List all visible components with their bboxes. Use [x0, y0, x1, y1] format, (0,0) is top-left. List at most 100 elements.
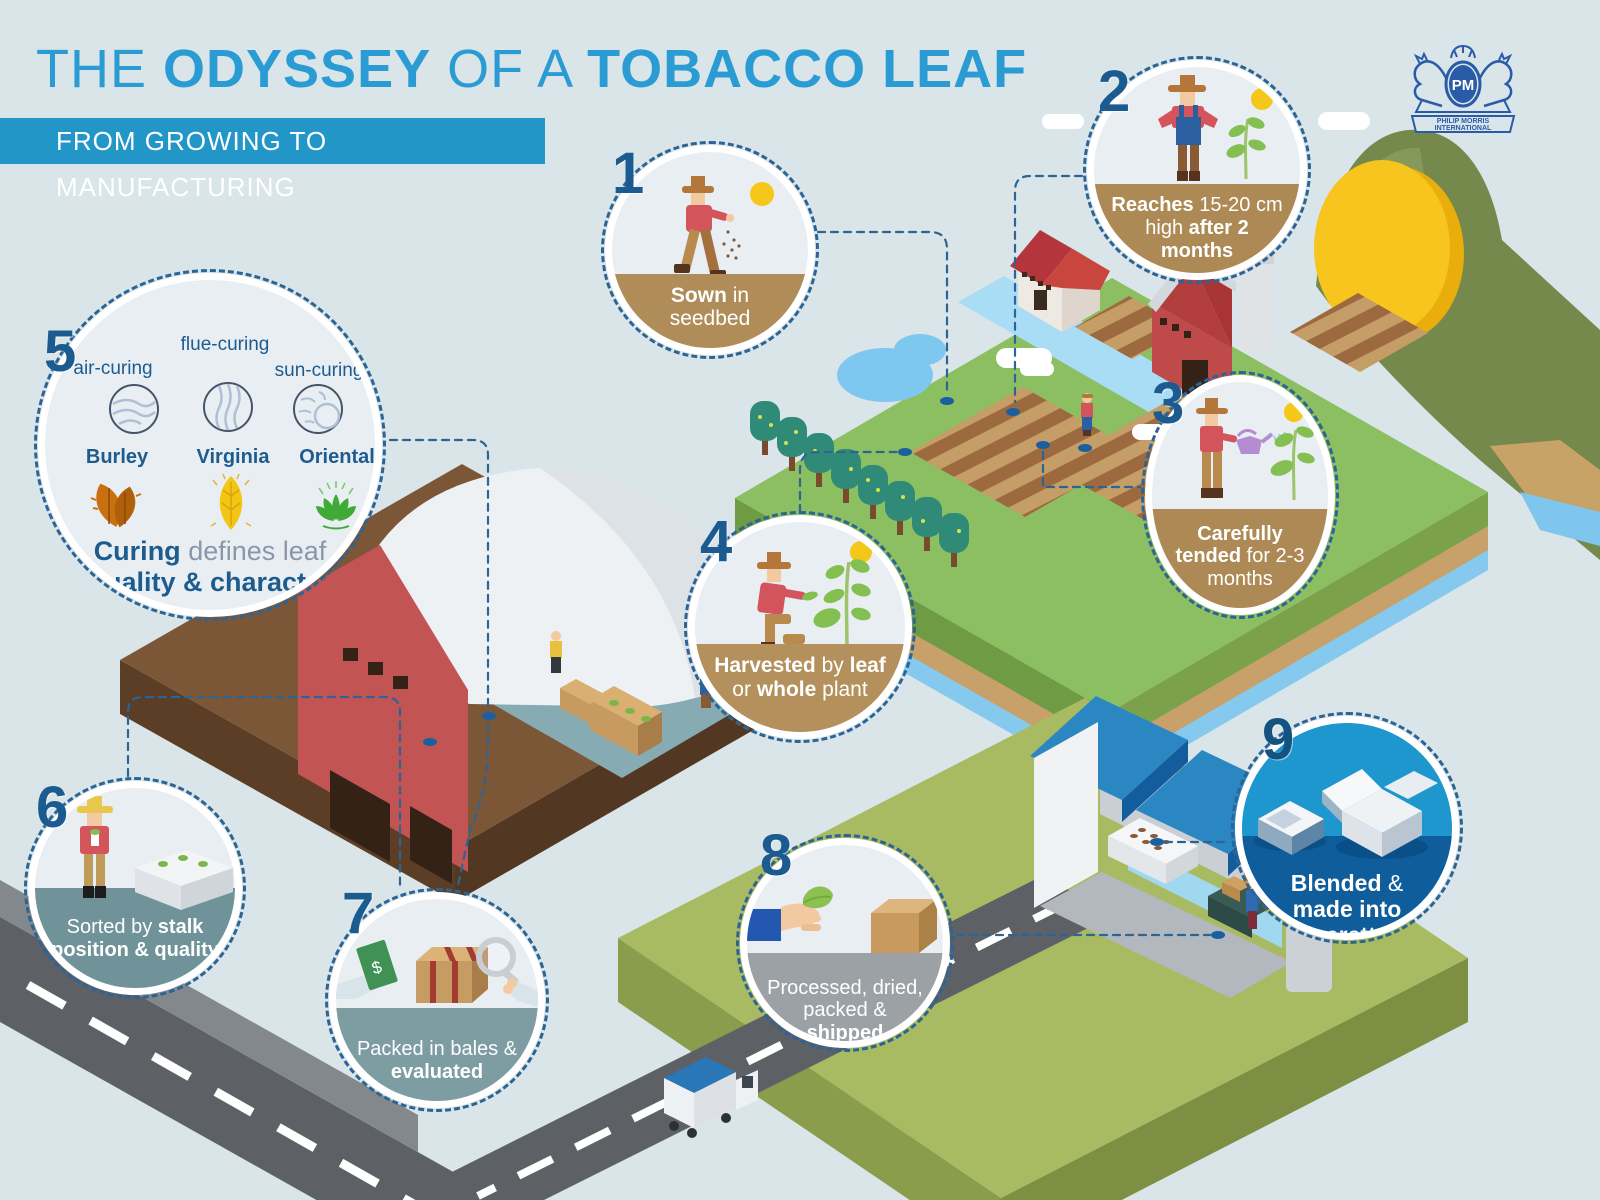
- title-segment: THE: [36, 39, 164, 99]
- step-circle-4: Harvested by leaf or whole plant: [684, 511, 916, 743]
- tobacco-bales: [560, 679, 662, 756]
- title-segment: OF A: [431, 39, 588, 99]
- title-segment: ODYSSEY: [163, 39, 432, 99]
- step-7-illustration: $: [336, 899, 538, 1101]
- step-1-number: 1: [612, 141, 645, 206]
- tobacco-variety-label: Oriental: [299, 446, 375, 468]
- field-farmer: [1081, 393, 1093, 436]
- tree-row: [750, 401, 969, 567]
- curing-method-label: air-curing: [73, 358, 153, 379]
- oriental-leaf-icon: [307, 476, 365, 537]
- bale-evaluation-icon: $: [336, 937, 538, 1007]
- sorting-farmer-icon: [77, 796, 233, 910]
- caption-text: Curing: [93, 536, 181, 566]
- sun-curing-icon: [291, 382, 345, 441]
- farmer-watering-icon: [1196, 398, 1315, 501]
- caption-text: or: [732, 677, 757, 701]
- cigarette-packs-icon: [1254, 769, 1438, 859]
- caption-text: by: [815, 653, 850, 677]
- caption-text: for 2-3 months: [1207, 545, 1305, 590]
- caption-text: evaluated: [390, 1060, 484, 1083]
- caption-text: leaf: [849, 653, 886, 677]
- curing-caption: Curing defines leaf quality & character: [73, 536, 347, 598]
- pm-monogram: PM: [1452, 77, 1475, 94]
- caption-text: Sown: [670, 283, 727, 307]
- caption-text: Processed, dried, packed &: [767, 976, 923, 1022]
- step-2-caption: Reaches 15-20 cm high after 2 months: [1094, 184, 1300, 273]
- step-circle-7: Packed in bales & evaluated $: [325, 888, 549, 1112]
- leaf-and-box-icon: [747, 886, 937, 953]
- logo-banner-text: PHILIP MORRIS: [1437, 118, 1490, 125]
- connector-dots: [423, 397, 1225, 939]
- tobacco-variety-label: Virginia: [196, 446, 270, 468]
- step-9-number: 9: [1262, 707, 1295, 772]
- caption-text: in seedbed: [669, 283, 751, 331]
- connector-lines: [126, 174, 1231, 937]
- harvesting-farmer-icon: [757, 541, 872, 651]
- step-3-illustration: [1152, 382, 1328, 608]
- caption-text: 15-20 cm high: [1145, 194, 1283, 240]
- step-6-number: 6: [36, 775, 69, 840]
- caption-text: whole: [756, 677, 817, 701]
- step-7-number: 7: [342, 881, 375, 946]
- caption-text: Harvested: [714, 653, 816, 677]
- farmhouse: [1010, 230, 1110, 332]
- burley-leaf-icon: [85, 472, 149, 541]
- caption-text: Sorted by: [66, 916, 158, 938]
- step-1-caption: Sown in seedbed: [612, 273, 808, 348]
- step-6-illustration: [35, 788, 235, 988]
- caption-text: Reaches: [1111, 194, 1194, 217]
- step-6-caption: Sorted by stalk position & quality: [35, 888, 235, 988]
- curing-method-label: sun-curing: [274, 360, 364, 381]
- caption-text: made into cigarettes: [1292, 896, 1402, 940]
- farmer-with-seedling-icon: [1158, 75, 1273, 181]
- philip-morris-logo: PM PHILIP MORRIS INTERNATIONAL: [1398, 36, 1528, 154]
- step-8-number: 8: [760, 823, 793, 888]
- air-curing-icon: [107, 382, 161, 441]
- flue-curing-icon: [201, 380, 255, 439]
- caption-text: after 2 months: [1160, 217, 1249, 262]
- page-title: THE ODYSSEY OF A TOBACCO LEAF: [36, 38, 1027, 100]
- caption-text: stalk position & quality: [51, 916, 219, 961]
- cloud: [1318, 112, 1370, 130]
- barn-worker: [550, 631, 562, 673]
- caption-text: plant: [816, 677, 868, 701]
- virginia-leaf-icon: [203, 470, 259, 541]
- step-circle-1: Sown in seedbed: [601, 141, 819, 359]
- step-circle-2: Reaches 15-20 cm high after 2 months: [1083, 56, 1311, 284]
- step-circle-6: Sorted by stalk position & quality: [24, 777, 246, 999]
- caption-text: &: [1381, 870, 1404, 897]
- step-circle-5-curing: air-curing flue-curing sun-curing Burley…: [34, 269, 386, 621]
- step-4-number: 4: [700, 509, 733, 574]
- caption-text: shipped: [806, 1022, 884, 1044]
- river: [958, 276, 1198, 414]
- step-9-illustration: [1242, 723, 1452, 933]
- pm-crest-icon: PM PHILIP MORRIS INTERNATIONAL: [1410, 44, 1516, 133]
- step-3-number: 3: [1152, 371, 1185, 436]
- delivery-truck: [664, 1057, 758, 1138]
- step-2-illustration: [1094, 67, 1300, 273]
- plowed-field: [1290, 293, 1428, 372]
- step-circle-3: Carefully tended for 2-3 months: [1141, 371, 1339, 619]
- subtitle-banner: FROM GROWING TO MANUFACTURING: [0, 118, 545, 202]
- caption-text: defines leaf: [180, 536, 327, 566]
- caption-text: Packed in bales &: [356, 1038, 518, 1061]
- step-4-caption: Harvested by leaf or whole plant: [695, 643, 905, 732]
- step-8-illustration: [747, 845, 943, 1041]
- step-circle-9: Blended & made into cigarettes: [1231, 712, 1463, 944]
- cloud: [1042, 114, 1084, 129]
- tobacco-variety-label: Burley: [85, 446, 149, 468]
- caption-text: Carefully tended: [1175, 522, 1283, 568]
- caption-text: quality & character: [88, 567, 332, 598]
- step-4-illustration: [695, 522, 905, 732]
- step-circle-8: Processed, dried, packed & shipped: [736, 834, 954, 1052]
- caption-text: Blended: [1290, 870, 1382, 897]
- curing-method-label: flue-curing: [180, 334, 270, 355]
- step-7-caption: Packed in bales & evaluated: [336, 1008, 538, 1101]
- step-3-caption: Carefully tended for 2-3 months: [1152, 508, 1328, 608]
- title-segment: TOBACCO LEAF: [587, 39, 1028, 99]
- step-5-number: 5: [44, 319, 77, 384]
- plowed-field: [910, 387, 1138, 517]
- step-8-caption: Processed, dried, packed & shipped: [747, 952, 943, 1044]
